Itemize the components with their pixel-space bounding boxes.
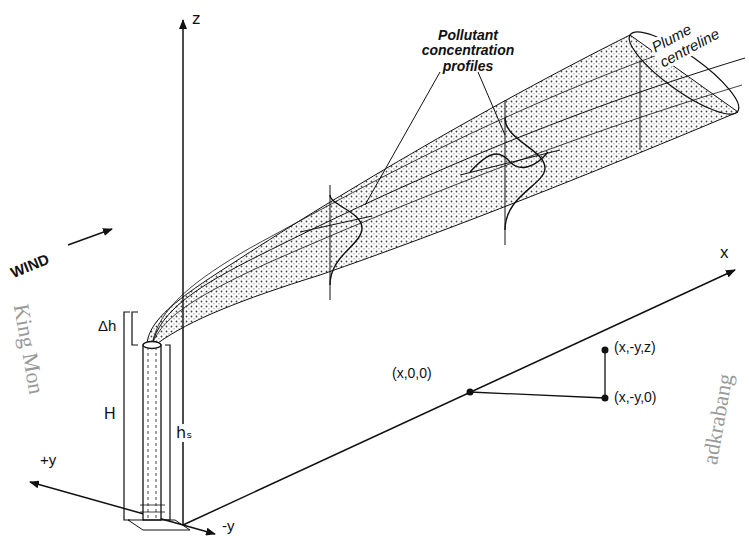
- axis-label: -y: [222, 518, 235, 535]
- axis-label: z: [192, 10, 201, 29]
- coordinate-label: (x,-y,0): [614, 390, 657, 405]
- dimension-label: hₛ: [174, 424, 194, 442]
- dimension-label: H: [104, 405, 116, 423]
- watermark: adkrabang: [698, 372, 738, 466]
- wind-label: WIND: [8, 251, 51, 281]
- dimension-label: Δh: [98, 318, 116, 335]
- coordinate-label: (x,-y,z): [614, 340, 656, 355]
- coordinate-label: (x,0,0): [392, 366, 432, 381]
- plume-centreline-label: Plume centreline: [647, 2, 738, 72]
- watermark: King Mon: [9, 302, 49, 396]
- profiles-label: Pollutant concentration profiles: [398, 28, 538, 74]
- axis-label: x: [720, 244, 729, 263]
- axis-label: +y: [40, 452, 56, 469]
